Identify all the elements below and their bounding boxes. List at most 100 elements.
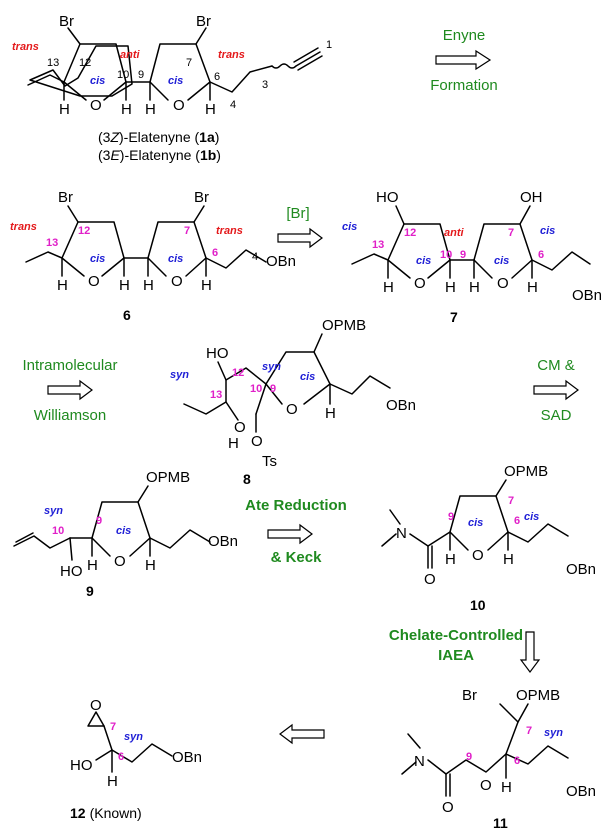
arrow-label: & Keck bbox=[271, 549, 323, 566]
h-atom: H bbox=[501, 779, 512, 796]
locant: 6 bbox=[214, 71, 220, 83]
compound-label: 8 bbox=[243, 471, 251, 487]
ts-group: Ts bbox=[262, 453, 277, 470]
obn-group: OBn bbox=[266, 253, 296, 270]
obn-group: OBn bbox=[566, 783, 596, 800]
locant: 7 bbox=[186, 57, 192, 69]
arrow-enyne-formation: Enyne Formation bbox=[430, 27, 498, 94]
opmb-group: OPMB bbox=[322, 317, 366, 334]
h-atom: H bbox=[445, 279, 456, 296]
obn-group: OBn bbox=[208, 533, 238, 550]
compound-1b-name: (3E)-Elatenyne (1b) bbox=[98, 147, 221, 163]
h-atom: H bbox=[205, 101, 216, 118]
arrow-label: Enyne bbox=[443, 27, 486, 44]
o-atom: O bbox=[90, 97, 102, 114]
o-atom: O bbox=[114, 553, 126, 570]
locant: 4 bbox=[230, 99, 236, 111]
locant: 12 bbox=[78, 225, 90, 237]
stereo-label: cis bbox=[540, 225, 555, 237]
stereo-label: cis bbox=[90, 75, 105, 87]
arrow-label: CM & bbox=[537, 357, 575, 374]
h-atom: H bbox=[143, 277, 154, 294]
locant: 9 bbox=[466, 751, 472, 763]
arrow-bromination: [Br] bbox=[277, 205, 323, 249]
obn-group: OBn bbox=[572, 287, 602, 304]
o-atom: O bbox=[424, 571, 436, 588]
br-atom: Br bbox=[196, 13, 211, 30]
h-atom: H bbox=[201, 277, 212, 294]
locant: 12 bbox=[404, 227, 416, 239]
stereo-label: cis bbox=[168, 75, 183, 87]
locant: 4 bbox=[252, 251, 258, 263]
stereo-label: syn bbox=[44, 505, 63, 517]
arrow-label: SAD bbox=[541, 407, 572, 424]
locant: 13 bbox=[46, 237, 58, 249]
stereo-label: cis bbox=[416, 255, 431, 267]
arrow-cm-sad: CM & SAD bbox=[533, 357, 579, 424]
locant: 10 bbox=[52, 525, 64, 537]
h-atom: H bbox=[383, 279, 394, 296]
opmb-group: OPMB bbox=[516, 687, 560, 704]
ho-group: HO bbox=[206, 345, 229, 362]
obn-group: OBn bbox=[566, 561, 596, 578]
locant: 7 bbox=[508, 227, 514, 239]
arrow-ate-reduction-keck: Ate Reduction & Keck bbox=[245, 497, 347, 566]
stereo-label: trans bbox=[218, 49, 245, 61]
locant: 9 bbox=[96, 515, 102, 527]
arrow-intramolecular-williamson: Intramolecular Williamson bbox=[22, 357, 117, 424]
locant: 6 bbox=[514, 515, 520, 527]
h-atom: H bbox=[445, 551, 456, 568]
locant: 9 bbox=[460, 249, 466, 261]
o-atom: O bbox=[286, 401, 298, 418]
stereo-label: cis bbox=[494, 255, 509, 267]
o-atom: O bbox=[90, 697, 102, 714]
o-atom: O bbox=[173, 97, 185, 114]
o-atom: O bbox=[414, 275, 426, 292]
locant: 3 bbox=[262, 79, 268, 91]
stereo-label: cis bbox=[116, 525, 131, 537]
h-atom: H bbox=[59, 101, 70, 118]
arrow-label: Williamson bbox=[34, 407, 107, 424]
locant: 1 bbox=[326, 39, 332, 51]
compound-label: 7 bbox=[450, 309, 458, 325]
locant: 10 bbox=[117, 69, 129, 81]
stereo-label: cis bbox=[524, 511, 539, 523]
arrow-label: Intramolecular bbox=[22, 357, 117, 374]
locant: 13 bbox=[210, 389, 222, 401]
h-atom: H bbox=[87, 557, 98, 574]
stereo-label: anti bbox=[444, 227, 465, 239]
br-atom: Br bbox=[58, 189, 73, 206]
stereo-label: syn bbox=[170, 369, 189, 381]
h-atom: H bbox=[503, 551, 514, 568]
n-atom: N bbox=[396, 525, 407, 542]
obn-group: OBn bbox=[172, 749, 202, 766]
h-atom: H bbox=[145, 101, 156, 118]
compound-12-label: 12(Known) bbox=[70, 805, 142, 821]
arrow-label: Chelate-Controlled bbox=[389, 627, 523, 644]
br-atom: Br bbox=[194, 189, 209, 206]
o-atom: O bbox=[88, 273, 100, 290]
opmb-group: OPMB bbox=[504, 463, 548, 480]
o-atom: O bbox=[442, 799, 454, 816]
stereo-label: trans bbox=[10, 221, 37, 233]
o-atom: O bbox=[234, 419, 246, 436]
locant: 7 bbox=[508, 495, 514, 507]
arrow-label: Ate Reduction bbox=[245, 497, 347, 514]
ho-group: HO bbox=[70, 757, 93, 774]
locant: 9 bbox=[270, 383, 276, 395]
locant: 10 bbox=[250, 383, 262, 395]
arrow-label: Formation bbox=[430, 77, 498, 94]
stereo-label: syn bbox=[544, 727, 563, 739]
locant: 6 bbox=[538, 249, 544, 261]
h-atom: H bbox=[121, 101, 132, 118]
ho-group: HO bbox=[376, 189, 399, 206]
br-atom: Br bbox=[462, 687, 477, 704]
h-atom: H bbox=[145, 557, 156, 574]
compound-1-elatenyne: Br Br O O H H H H 13 12 10 9 7 6 4 3 1 t… bbox=[12, 13, 332, 163]
compound-label: 9 bbox=[86, 583, 94, 599]
stereo-label: trans bbox=[12, 41, 39, 53]
stereo-label: cis bbox=[468, 517, 483, 529]
h-atom: H bbox=[527, 279, 538, 296]
compound-12: O HO H OBn 7 6 syn 12(Known) bbox=[70, 697, 202, 821]
o-atom: O bbox=[472, 547, 484, 564]
